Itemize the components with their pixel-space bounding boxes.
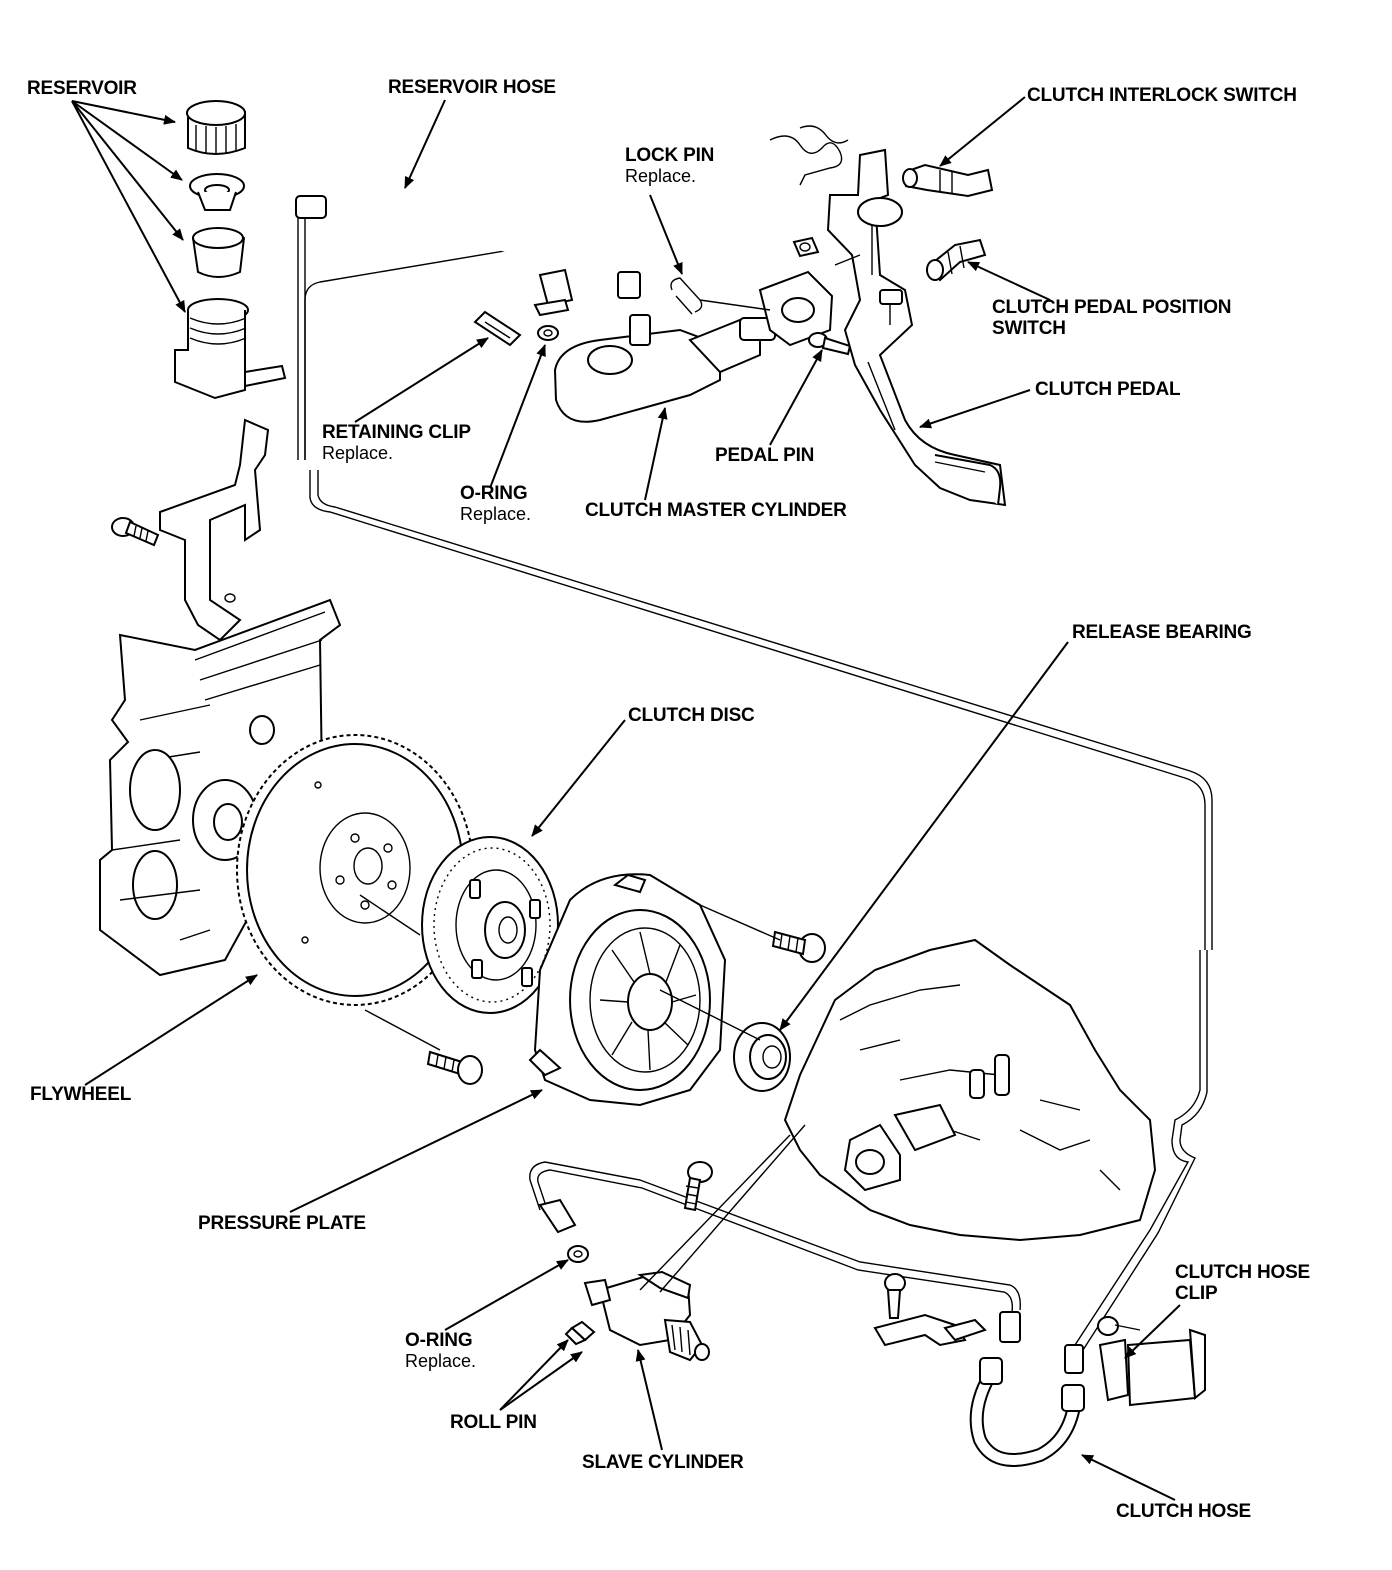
- hydraulic-pipe: [297, 210, 1213, 1351]
- slave-cylinder-part: [583, 1270, 710, 1362]
- label-flywheel-name: FLYWHEEL: [30, 1084, 132, 1105]
- alignment-lines: [359, 254, 861, 1293]
- label-clutch-interlock-switch: CLUTCH INTERLOCK SWITCH: [1027, 85, 1297, 107]
- clutch-master-cylinder-part: [533, 268, 834, 423]
- label-reservoir: RESERVOIR: [27, 78, 137, 100]
- label-clutch-pedal: CLUTCH PEDAL: [1035, 379, 1181, 401]
- label-reservoir-hose: RESERVOIR HOSE: [388, 77, 556, 99]
- release-bearing-part: [733, 1022, 791, 1092]
- clutch-pedal-part: [826, 148, 1007, 507]
- label-o-ring-upper-name: O-RING: [460, 483, 528, 504]
- label-release-bearing-name: RELEASE BEARING: [1072, 622, 1252, 643]
- label-clutch-hose-name: CLUTCH HOSE: [1116, 1501, 1252, 1522]
- master-cylinder-bracket-part: [159, 418, 270, 642]
- label-clutch-hose-clip-name2: CLIP: [1175, 1282, 1218, 1304]
- retaining-clip-part: [473, 310, 522, 347]
- label-lock-pin-note: Replace.: [625, 165, 697, 186]
- label-o-ring-upper: O-RING Replace.: [460, 483, 532, 524]
- label-clutch-master-cylinder-name: CLUTCH MASTER CYLINDER: [585, 500, 847, 521]
- o-ring-upper-part: [537, 325, 559, 341]
- lock-pin-part: [670, 277, 703, 315]
- clutch-interlock-switch-part: [902, 163, 994, 198]
- label-pedal-pin-name: PEDAL PIN: [715, 445, 815, 466]
- label-slave-cylinder-name: SLAVE CYLINDER: [582, 1452, 744, 1473]
- label-clutch-hose: CLUTCH HOSE: [1116, 1501, 1252, 1523]
- leader-arrows: [71, 96, 1181, 1501]
- label-reservoir-name: RESERVOIR: [27, 78, 137, 99]
- label-retaining-clip-name: RETAINING CLIP: [322, 422, 471, 443]
- label-retaining-clip-note: Replace.: [322, 442, 394, 463]
- slave-fitting-part: [538, 1198, 577, 1234]
- label-clutch-master-cylinder: CLUTCH MASTER CYLINDER: [585, 500, 847, 522]
- clutch-pedal-position-switch-part: [926, 238, 987, 282]
- label-clutch-pedal-position-switch-name: CLUTCH PEDAL POSITION: [992, 297, 1232, 318]
- label-slave-cylinder: SLAVE CYLINDER: [582, 1452, 744, 1474]
- flywheel-bolt-part: [426, 1050, 483, 1085]
- label-release-bearing: RELEASE BEARING: [1072, 622, 1252, 644]
- clutch-disc-part: [421, 836, 559, 1014]
- flywheel-part: [236, 734, 474, 1006]
- label-clutch-hose-clip-name: CLUTCH HOSE: [1175, 1262, 1311, 1283]
- clutch-hose-part: [969, 1311, 1085, 1467]
- label-pressure-plate-name: PRESSURE PLATE: [198, 1213, 366, 1234]
- reservoir-hose-part: [295, 182, 641, 299]
- o-ring-lower-part: [567, 1245, 589, 1263]
- label-o-ring-lower-name: O-RING: [405, 1330, 473, 1351]
- label-o-ring-lower-note: Replace.: [405, 1350, 477, 1371]
- label-flywheel: FLYWHEEL: [30, 1084, 132, 1106]
- label-clutch-pedal-position-switch: CLUTCH PEDAL POSITION SWITCH: [992, 297, 1232, 339]
- label-retaining-clip: RETAINING CLIP Replace.: [322, 422, 471, 463]
- pressure-plate-bolt-part: [771, 930, 826, 963]
- label-clutch-pedal-position-switch-name2: SWITCH: [992, 317, 1066, 339]
- label-pedal-pin: PEDAL PIN: [715, 445, 815, 467]
- label-clutch-hose-clip: CLUTCH HOSE CLIP: [1175, 1262, 1311, 1304]
- hose-bracket-part: [873, 1273, 987, 1347]
- label-lock-pin-name: LOCK PIN: [625, 145, 715, 166]
- label-roll-pin: ROLL PIN: [450, 1412, 537, 1434]
- label-clutch-disc: CLUTCH DISC: [628, 705, 755, 727]
- label-clutch-interlock-switch-name: CLUTCH INTERLOCK SWITCH: [1027, 85, 1297, 106]
- pressure-plate-part: [528, 873, 727, 1107]
- label-reservoir-hose-name: RESERVOIR HOSE: [388, 77, 556, 98]
- reservoir-part: [174, 100, 287, 400]
- roll-pin-part: [564, 1320, 596, 1346]
- label-clutch-pedal-name: CLUTCH PEDAL: [1035, 379, 1181, 400]
- pedal-pin-part: [792, 236, 852, 356]
- return-spring-part: [769, 125, 849, 186]
- label-lock-pin: LOCK PIN Replace.: [625, 145, 715, 186]
- label-pressure-plate: PRESSURE PLATE: [198, 1213, 366, 1235]
- clutch-hose-clip-part: [1097, 1316, 1206, 1407]
- label-o-ring-upper-note: Replace.: [460, 503, 532, 524]
- label-roll-pin-name: ROLL PIN: [450, 1412, 537, 1433]
- slave-bolt-part: [683, 1161, 713, 1212]
- label-o-ring-lower: O-RING Replace.: [405, 1330, 477, 1371]
- bracket-bolt-part: [111, 517, 160, 547]
- transmission-part: [783, 938, 1157, 1242]
- label-clutch-disc-name: CLUTCH DISC: [628, 705, 755, 726]
